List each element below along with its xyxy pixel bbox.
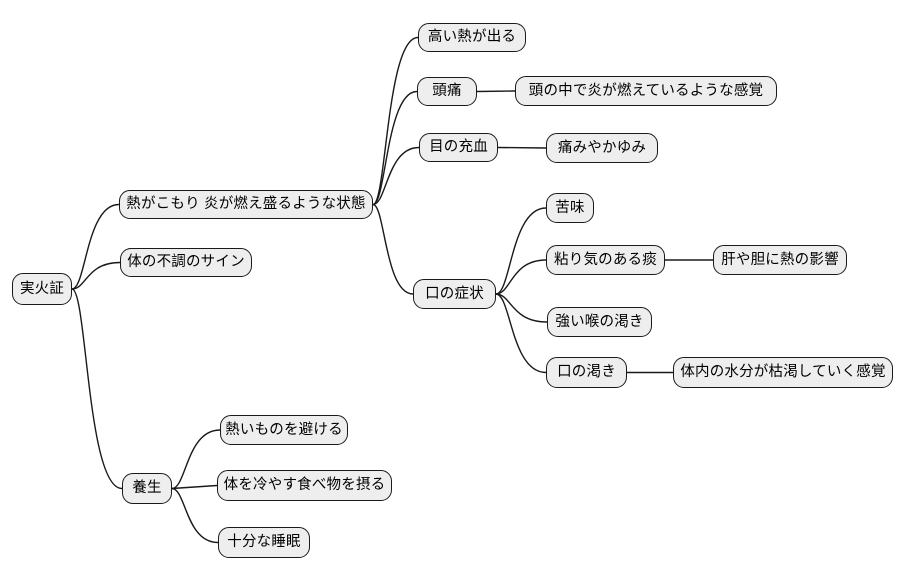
node-label: 頭の中で炎が燃えているような感覚 [528,82,764,99]
node-label: 熱いものを避ける [225,421,343,438]
mindmap-node-dry-mouth[interactable]: 口の渇き [546,357,627,388]
node-label: 強い喉の渇き [555,313,644,330]
connector-mouth-bitter [495,207,547,295]
mindmap-node-sleep[interactable]: 十分な睡眠 [218,527,310,558]
mindmap-node-fever[interactable]: 高い熱が出る [418,23,526,52]
node-label: 十分な睡眠 [227,534,301,551]
node-label: 目の充血 [429,139,488,156]
mindmap-node-body-sign[interactable]: 体の不調のサイン [120,248,252,277]
node-label: 体の不調のサイン [127,254,245,271]
connector-heat-state-eye-redness [372,146,420,206]
mindmap-node-throat[interactable]: 強い喉の渇き [547,307,652,337]
node-label: 口の渇き [557,364,616,381]
mindmap-node-heat-state[interactable]: 熱がこもり 炎が燃え盛るような状態 [119,190,373,219]
mindmap-node-mouth[interactable]: 口の症状 [413,279,496,309]
connector-root-body-sign [71,261,121,290]
node-label: 粘り気のある痰 [554,251,657,268]
node-label: 高い熱が出る [427,29,517,46]
mindmap-node-phlegm-desc[interactable]: 肝や胆に熱の影響 [713,245,847,275]
connector-eye-redness-eye-desc [497,146,547,149]
mindmap-node-avoid-hot[interactable]: 熱いものを避ける [220,415,348,445]
node-label: 苦味 [555,199,585,216]
connector-care-cool-food [171,484,218,490]
mindmap-node-headache-desc[interactable]: 頭の中で炎が燃えているような感覚 [515,76,777,106]
node-label: 体を冷やす食べ物を摂る [223,477,386,494]
connector-mouth-phlegm [495,259,547,295]
node-label: 実火証 [19,280,65,297]
connector-root-care [71,288,123,490]
mindmap-node-eye-redness[interactable]: 目の充血 [419,133,498,162]
mindmap-node-bitter[interactable]: 苦味 [546,193,594,223]
node-label: 養生 [132,480,162,497]
connector-headache-headache-desc [476,90,516,93]
connector-care-avoid-hot [171,429,221,490]
connector-care-sleep [171,487,219,544]
mindmap-node-phlegm[interactable]: 粘り気のある痰 [546,245,665,275]
node-label: 肝や胆に熱の影響 [721,251,839,268]
connector-heat-state-headache [372,90,418,206]
connector-mouth-throat [495,293,548,323]
connector-mouth-dry-mouth [495,293,547,374]
mindmap-node-headache[interactable]: 頭痛 [417,77,477,106]
mindmap-node-dry-desc[interactable]: 体内の水分が枯渇していく感覚 [673,357,893,388]
node-label: 体内の水分が枯渇していく感覚 [680,364,886,381]
node-label: 熱がこもり 炎が燃え盛るような状態 [126,196,366,213]
mindmap-node-eye-desc[interactable]: 痛みやかゆみ [546,133,658,163]
mindmap-node-root[interactable]: 実火証 [12,273,72,305]
connector-heat-state-mouth [372,203,414,295]
mindmap-node-cool-food[interactable]: 体を冷やす食べ物を摂る [217,470,392,501]
node-label: 口の症状 [425,285,484,302]
connector-root-heat-state [71,203,120,290]
mindmap-node-care[interactable]: 養生 [122,473,172,504]
node-label: 痛みやかゆみ [557,139,647,156]
connector-heat-state-fever [372,36,419,206]
node-label: 頭痛 [432,83,462,100]
